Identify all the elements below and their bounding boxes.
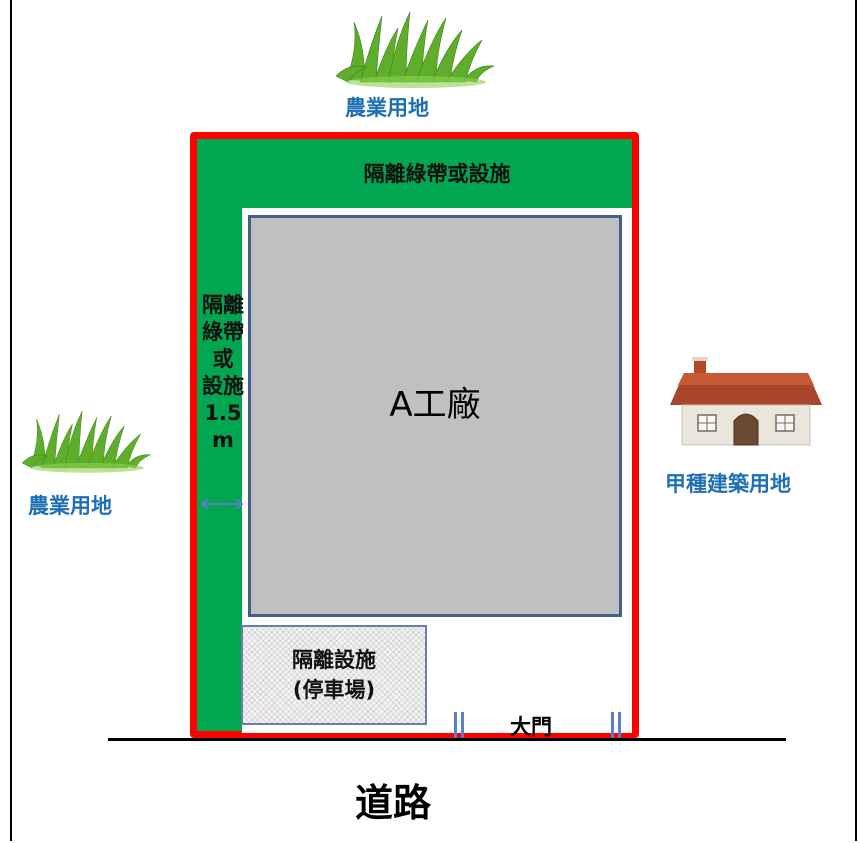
grass-icon xyxy=(336,11,496,88)
road-label: 道路 xyxy=(355,781,432,825)
gate-label: 大門 xyxy=(510,715,552,739)
residential-land-label: 甲種建築用地 xyxy=(665,472,791,496)
parking-buffer-facility: 隔離設施 (停車場) xyxy=(241,625,427,725)
buffer-side-line: 綠帶 xyxy=(202,320,244,344)
factory-building: A工廠 xyxy=(248,215,622,617)
buffer-side-label: 隔離 綠帶 或 設施 1.5 m xyxy=(190,292,256,454)
farmland-top-label: 農業用地 xyxy=(345,96,429,120)
buffer-side-line: 設施 xyxy=(202,374,244,398)
parking-label-line1: 隔離設施 xyxy=(292,648,376,672)
factory-label: A工廠 xyxy=(389,384,481,425)
buffer-side-line: m xyxy=(212,428,234,452)
farmland-left-label: 農業用地 xyxy=(28,494,112,518)
gate-post-right xyxy=(611,712,623,738)
grass-icon xyxy=(22,410,152,473)
road-line xyxy=(108,738,786,741)
house-icon xyxy=(670,357,822,446)
buffer-side-line: 隔離 xyxy=(202,293,244,317)
diagram-frame xyxy=(10,0,857,841)
double-arrow-icon xyxy=(200,498,244,510)
parking-label-line2: (停車場) xyxy=(292,678,376,702)
buffer-side-line: 或 xyxy=(212,347,234,371)
gate-post-left xyxy=(454,712,466,738)
buffer-top-label: 隔離綠帶或設施 xyxy=(363,162,511,186)
buffer-side-line: 1.5 xyxy=(204,401,242,425)
